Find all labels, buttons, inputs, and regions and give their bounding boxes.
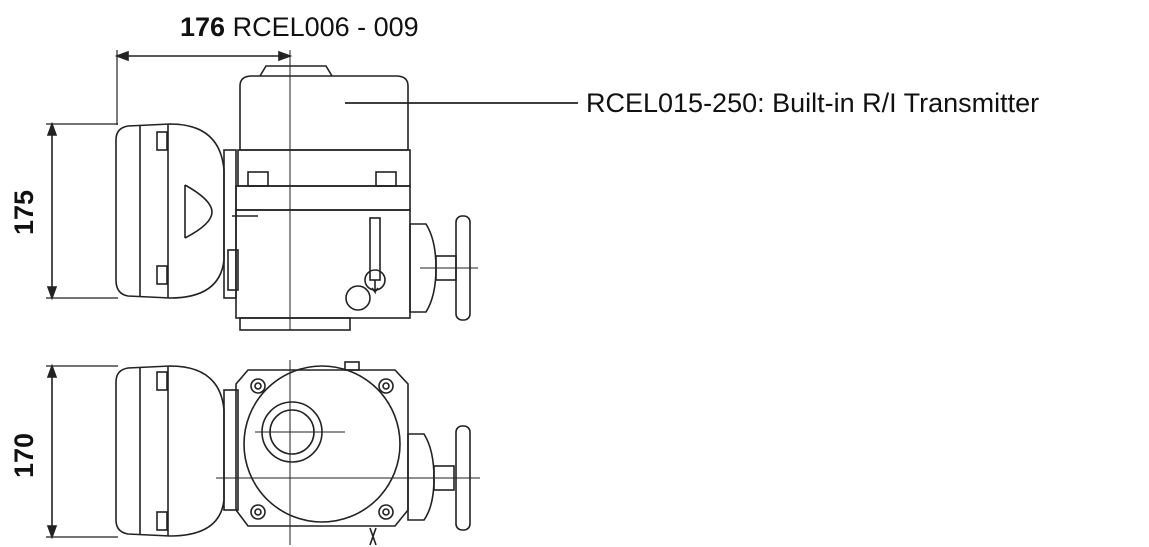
top-view xyxy=(115,360,480,546)
side-view xyxy=(115,65,478,331)
transmitter-callout-label: RCEL015-250: Built-in R/I Transmitter xyxy=(586,88,1040,118)
height-175-label: 175 xyxy=(9,189,40,236)
height-170-dimension-line xyxy=(46,363,118,540)
height-175-dimension-line xyxy=(46,121,118,301)
height-170-label: 170 xyxy=(9,432,40,479)
width-dimension-line xyxy=(114,50,293,330)
width-dimension-label: 176 RCEL006 - 009 xyxy=(180,12,419,43)
width-dimension-value: 176 xyxy=(180,12,226,42)
width-dimension-models: RCEL006 - 009 xyxy=(232,12,419,42)
